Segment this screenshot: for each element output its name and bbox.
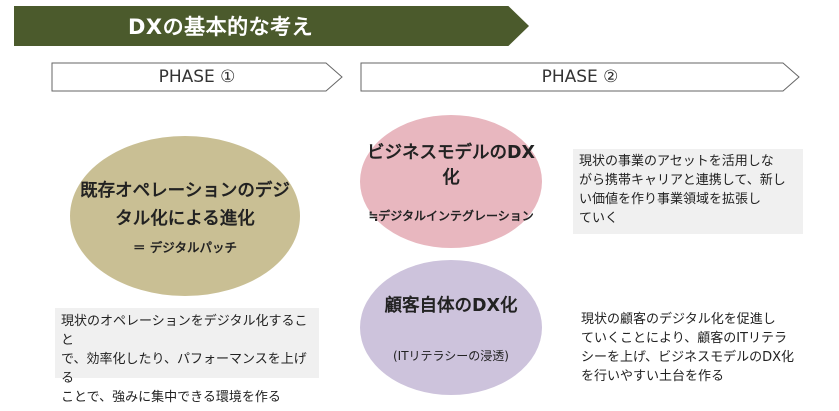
desc-line: 現状のオペレーションをデジタル化すること — [61, 314, 308, 348]
digital-patch-description: 現状のオペレーションをデジタル化すること で、効率化したり、パフォーマンスを上げ… — [55, 308, 319, 405]
phase-1-label: PHASE ① — [158, 67, 236, 87]
customer-dx-title: 顧客自体のDX化 — [384, 295, 518, 316]
customer-dx-description: 現状の顧客のデジタル化を促進し ていくことにより、顧客のITリテラ シーを上げ、… — [575, 307, 802, 389]
digital-patch-title-line2: タル化による進化 — [115, 208, 255, 229]
title-banner — [14, 6, 529, 46]
desc-line: 現状の顧客のデジタル化を促進し — [581, 312, 776, 327]
page-title: DXの基本的な考え — [128, 15, 314, 39]
desc-line: ていく — [579, 211, 619, 226]
digital-patch-title-line1: 既存オペレーションのデジ — [80, 180, 290, 201]
customer-dx-ellipse: 顧客自体のDX化 (ITリテラシーの浸透) — [360, 260, 542, 395]
desc-line: シーを上げ、ビジネスモデルのDX化 — [581, 350, 795, 365]
digital-patch-ellipse: 既存オペレーションのデジ タル化による進化 ＝ デジタルパッチ — [70, 136, 300, 296]
desc-line: い価値を作り事業領域を拡張し — [579, 192, 762, 207]
desc-line: で、効率化したり、パフォーマンスを上げる — [61, 352, 307, 386]
customer-dx-subtitle: (ITリテラシーの浸透) — [393, 348, 509, 363]
phase-1-arrow: PHASE ① — [51, 62, 343, 92]
business-model-dx-subtitle: ≒デジタルインテグレーション — [368, 209, 534, 223]
phase-2-label: PHASE ② — [541, 67, 619, 87]
desc-line: ていくことにより、顧客のITリテラ — [581, 331, 787, 346]
business-model-dx-description: 現状の事業のアセットを活用しな がら携帯キャリアと連携して、新し い価値を作り事… — [573, 149, 803, 234]
desc-line: がら携帯キャリアと連携して、新し — [579, 173, 786, 188]
desc-line: を行いやすい土台を作る — [581, 369, 725, 384]
desc-line: ことで、強みに集中できる環境を作る — [61, 390, 281, 405]
digital-patch-subtitle: ＝ デジタルパッチ — [132, 239, 238, 255]
business-model-dx-title: ビジネスモデルのDX化 — [366, 143, 536, 188]
desc-line: 現状の事業のアセットを活用しな — [579, 154, 774, 169]
business-model-dx-ellipse: ビジネスモデルのDX化 ≒デジタルインテグレーション — [360, 115, 542, 248]
phase-2-arrow: PHASE ② — [360, 62, 800, 92]
